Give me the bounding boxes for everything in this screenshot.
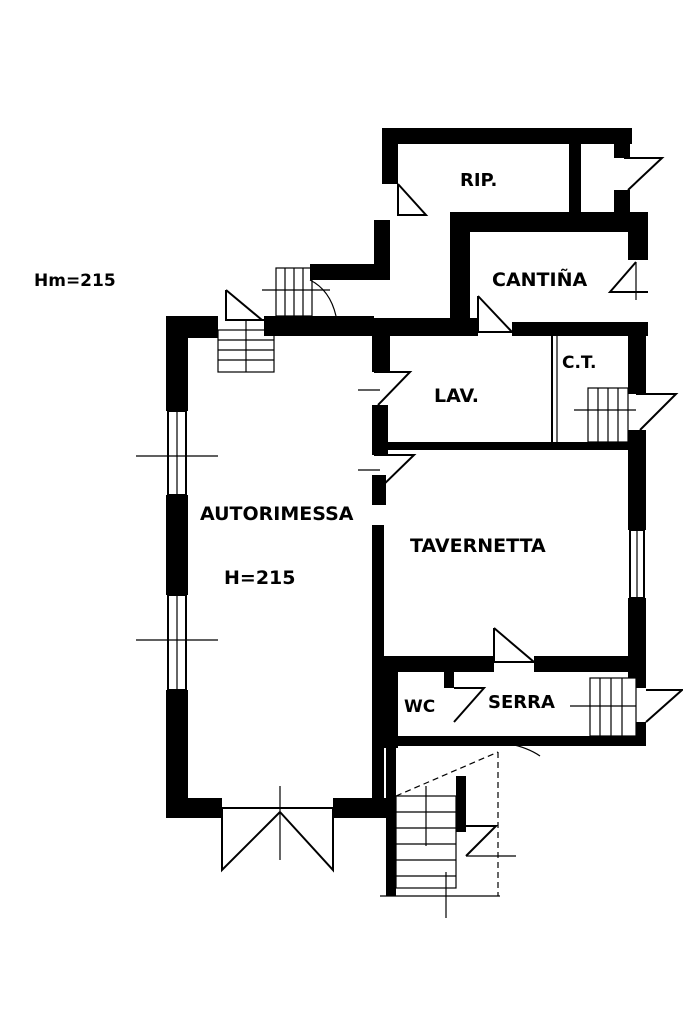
right-wall-tav-top [628,430,646,530]
tav-bottom-left [382,656,494,672]
room-label-ct: C.T. [562,353,596,373]
walls [166,128,648,896]
garage-wall-bottom-left [166,798,222,818]
rip-wall-left [382,128,398,184]
cantina-wall-right [628,212,648,260]
details [136,157,683,918]
lav-door [374,371,413,406]
serra-stair [570,677,683,737]
garage-window-lower [136,594,218,691]
rip-wall-divider [569,138,581,216]
garage-stair [217,289,275,373]
garage-wall-top-right [264,316,374,336]
wc-serra-divider [444,672,454,688]
garage-window-upper [136,410,218,496]
serra-wall-right-low [636,722,646,746]
cantina-right-door [607,261,648,293]
room-label-serra: SERRA [488,692,555,713]
lower-stair-wall-left [386,746,396,896]
garage-wall-right-top [372,334,390,372]
tavernetta-window [629,529,645,599]
garage-wall-left-mid [166,495,188,595]
serra-door [493,627,537,663]
wc-wall-left [384,668,398,748]
garage-wall-left-bottom [166,690,188,818]
labels: Hm=215 RIP. CANTIÑA C.T. LAV. AUTORIMESS… [34,170,596,717]
room-label-autorimessa-height: H=215 [224,567,295,589]
cantina-wall-bottom [512,322,648,336]
rip-door [624,157,665,191]
lower-stair-wall-right [456,776,466,832]
room-label-lav: LAV. [434,385,479,407]
cantina-wall-top [450,212,648,232]
ct-stair [574,387,679,443]
room-label-autorimessa: AUTORIMESSA [200,503,354,525]
rip-wall-right [614,128,630,158]
tavernetta-door [374,454,417,491]
tav-bottom-right [534,656,646,672]
stair-wall-top [310,264,390,280]
rip-wall-top [382,128,632,144]
garage-wall-top-left [166,316,218,338]
room-label-wc: WC [404,697,435,717]
right-wall-ct [628,336,646,394]
cantina-door [477,295,515,333]
global-height-label: Hm=215 [34,271,116,291]
lower-stair [380,786,516,918]
overhang-line [395,751,499,797]
serra-arc [477,739,541,757]
cantina-wall-left [450,212,470,336]
serra-wall-right [636,668,646,688]
room-label-rip: RIP. [460,170,497,191]
garage-wall-left-top [166,316,188,411]
serra-wall-bottom [384,736,646,746]
lav-bottom-wall [382,442,630,450]
room-label-tavernetta: TAVERNETTA [410,535,546,557]
garage-door [221,786,334,873]
room-label-cantina: CANTIÑA [492,267,587,291]
upper-stair [262,183,429,317]
wc-door [453,687,487,723]
garage-wall-right-bottom [372,525,384,818]
